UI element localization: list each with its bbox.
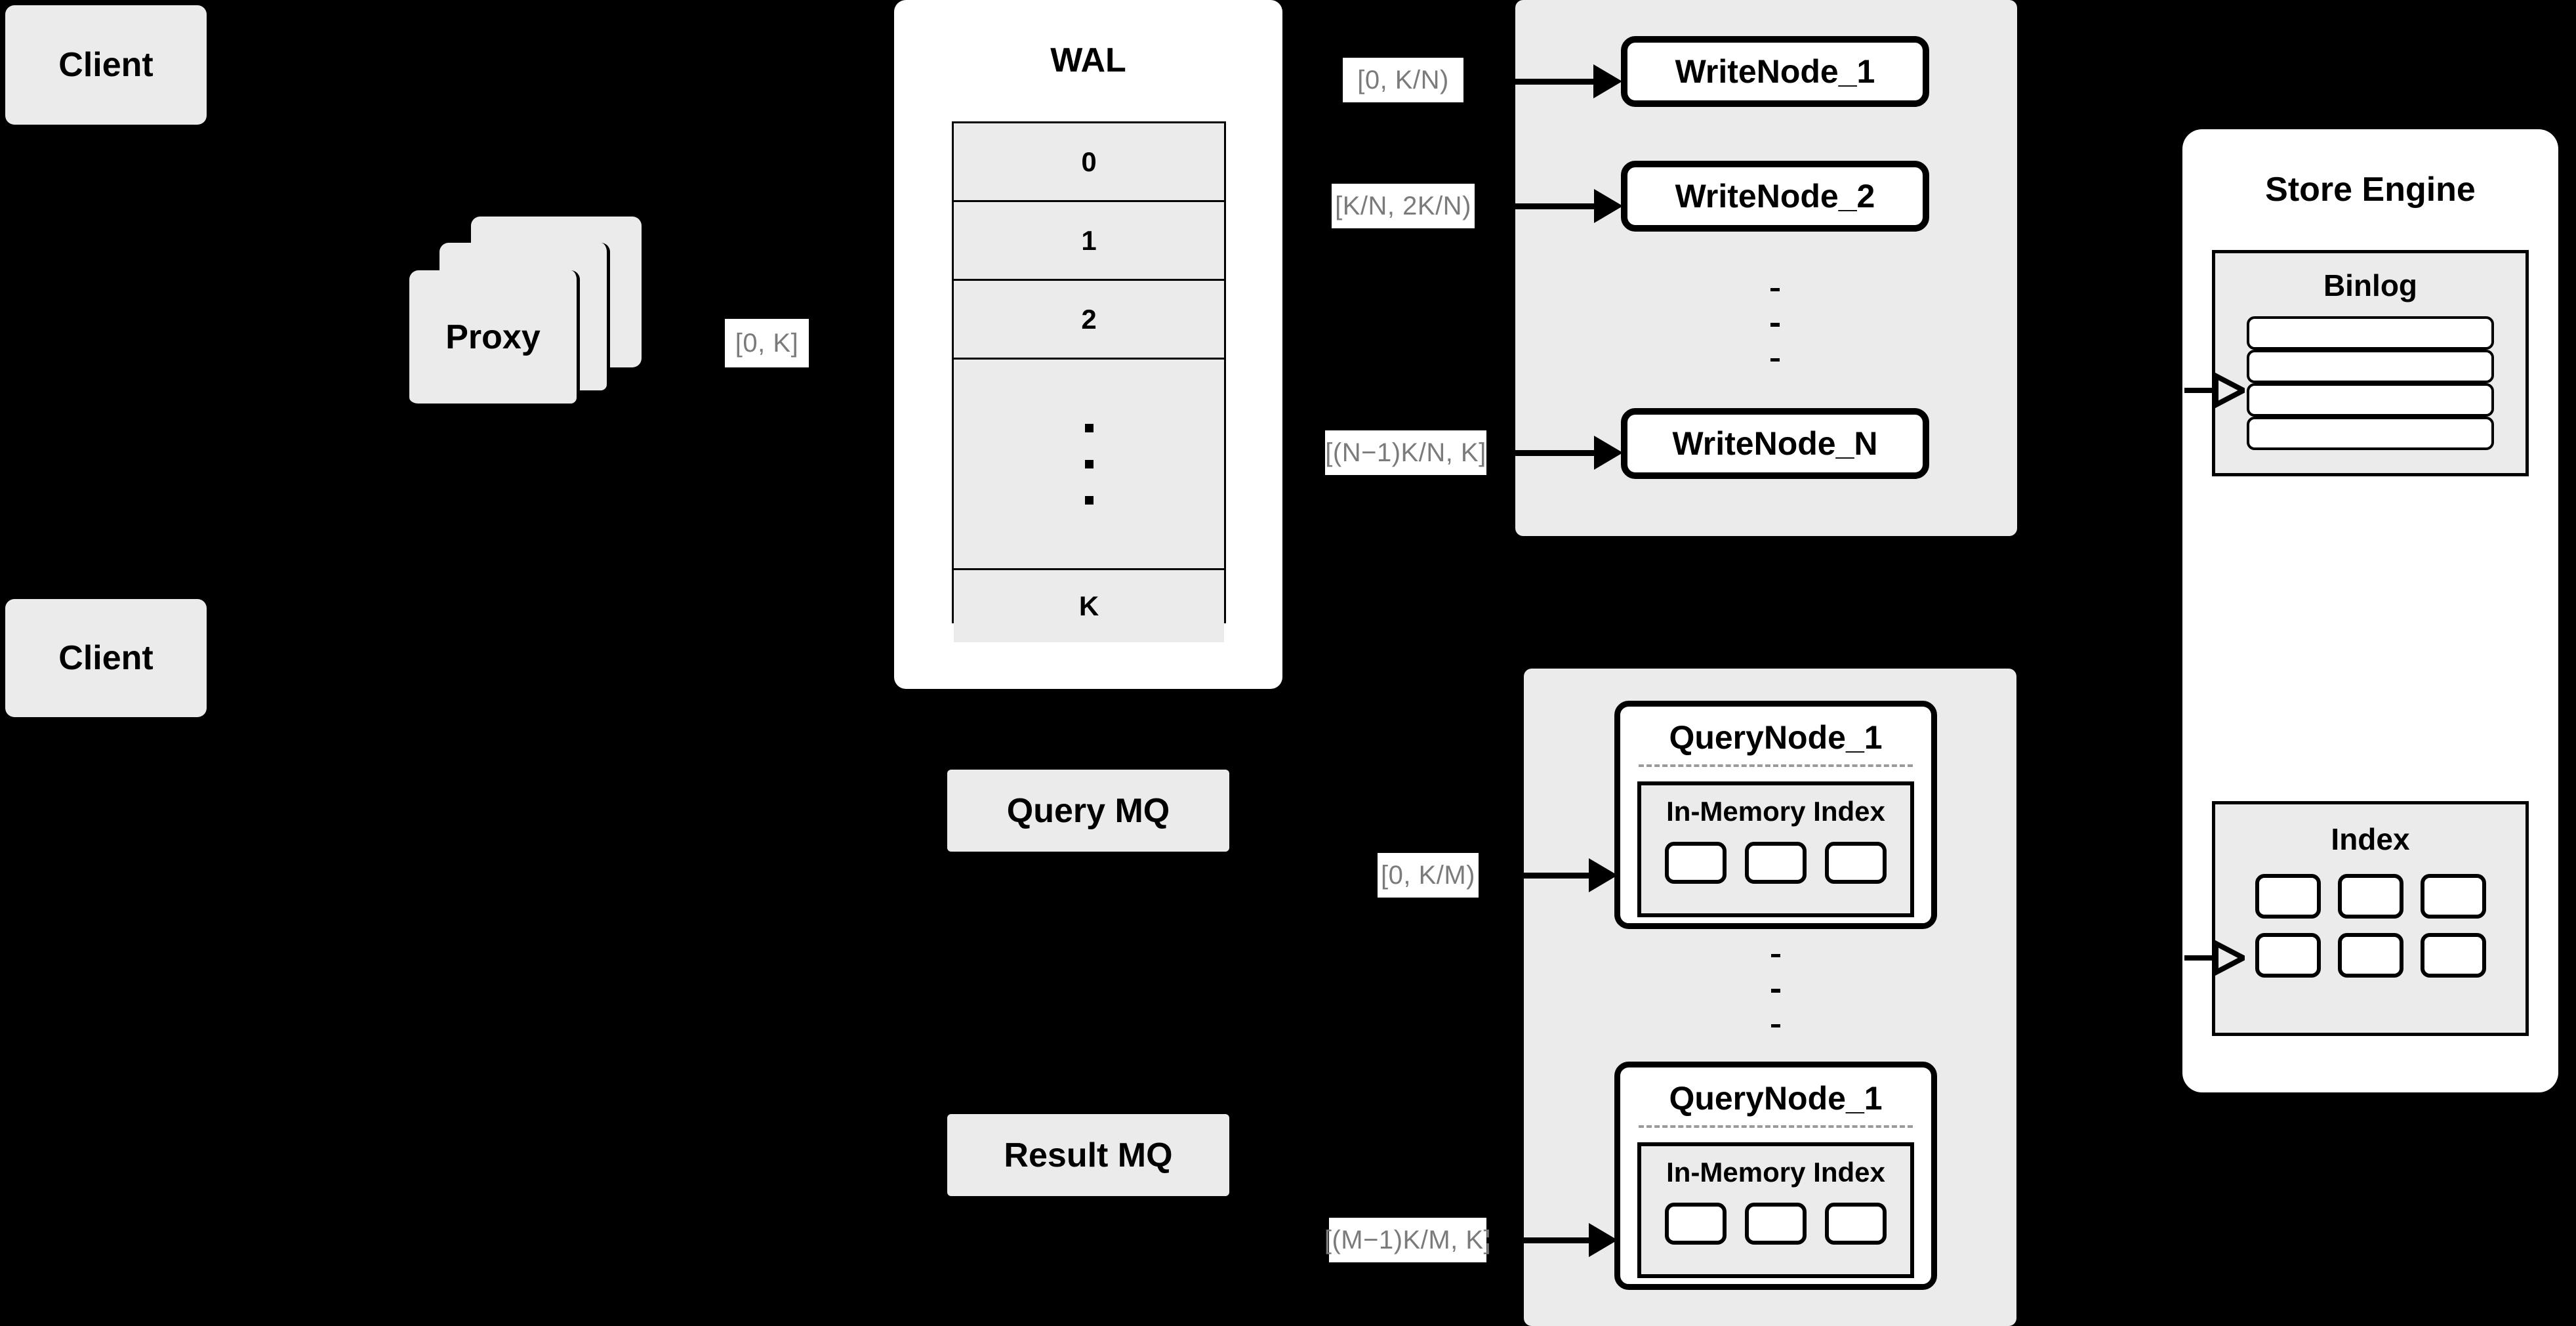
- wal-entry-0[interactable]: 0: [954, 123, 1224, 202]
- index-segment[interactable]: [1745, 1203, 1807, 1245]
- query-node-m-divider: [1639, 1125, 1913, 1128]
- wal-title: WAL: [1050, 41, 1126, 79]
- edge-label-text: [0, K]: [735, 328, 799, 358]
- proxy-card-front: Proxy: [409, 270, 580, 407]
- edge-label-text: [0, K/M): [1380, 860, 1476, 890]
- query-node-m[interactable]: QueryNode_1 In-Memory Index: [1614, 1062, 1937, 1290]
- query-node-m-segment-row: [1641, 1203, 1910, 1245]
- binlog-row[interactable]: [2247, 350, 2494, 383]
- wal-entry-table: 0 1 2 K: [952, 121, 1226, 642]
- binlog-row[interactable]: [2247, 417, 2494, 450]
- binlog-row[interactable]: [2247, 316, 2494, 350]
- edge-label-query-node-m: [(M−1)K/M, K]: [1324, 1218, 1491, 1262]
- binlog-row-list: [2247, 316, 2494, 450]
- arrow-to-binlog: [2184, 372, 2245, 409]
- edge-label-write-node-n: [(N−1)K/N, K]: [1325, 430, 1486, 475]
- proxy-label: Proxy: [445, 318, 541, 356]
- query-node-1-memory-index-title: In-Memory Index: [1666, 796, 1885, 827]
- query-node-1-memory-index: In-Memory Index: [1637, 781, 1914, 917]
- query-mq-box[interactable]: Query MQ: [947, 770, 1229, 852]
- client-label-2: Client: [58, 639, 153, 677]
- query-node-m-memory-index-title: In-Memory Index: [1666, 1157, 1885, 1188]
- edge-label-write-node-2: [K/N, 2K/N): [1332, 184, 1475, 228]
- query-node-m-title: QueryNode_1: [1669, 1080, 1883, 1117]
- arrow-to-write-node-n: [1486, 436, 1623, 470]
- write-node-2[interactable]: WriteNode_2: [1621, 161, 1929, 232]
- index-segment[interactable]: [1825, 842, 1887, 884]
- index-cell[interactable]: [2255, 933, 2321, 978]
- wal-entry-k[interactable]: K: [954, 570, 1224, 642]
- edge-label-write-node-1: [0, K/N): [1343, 58, 1463, 102]
- result-mq-label: Result MQ: [1004, 1136, 1173, 1174]
- query-node-1[interactable]: QueryNode_1 In-Memory Index: [1614, 701, 1937, 929]
- store-engine-box: Store Engine Binlog Index: [2182, 129, 2558, 1092]
- index-cell[interactable]: [2337, 933, 2403, 978]
- edge-label-text: [(M−1)K/M, K]: [1324, 1225, 1492, 1254]
- write-node-vertical-dots-icon: [1762, 272, 1788, 377]
- index-segment[interactable]: [1665, 1203, 1727, 1245]
- store-engine-title: Store Engine: [2265, 171, 2476, 209]
- binlog-row[interactable]: [2247, 383, 2494, 417]
- edge-label-text: [(N−1)K/N, K]: [1325, 438, 1486, 467]
- query-mq-label: Query MQ: [1006, 791, 1170, 830]
- arrow-to-query-node-m: [1486, 1223, 1618, 1257]
- arrow-to-index: [2184, 940, 2245, 976]
- write-node-n[interactable]: WriteNode_N: [1621, 408, 1929, 479]
- index-panel: Index: [2212, 801, 2529, 1036]
- wal-entry-2[interactable]: 2: [954, 281, 1224, 360]
- arrow-to-write-node-1: [1474, 64, 1622, 98]
- edge-label-proxy-to-wal: [0, K]: [725, 319, 809, 367]
- index-segment[interactable]: [1745, 842, 1807, 884]
- write-node-2-label: WriteNode_2: [1675, 178, 1875, 215]
- query-node-1-title: QueryNode_1: [1669, 719, 1883, 756]
- index-cell[interactable]: [2420, 874, 2486, 919]
- index-cell[interactable]: [2255, 874, 2321, 919]
- wal-entry-1[interactable]: 1: [954, 202, 1224, 281]
- index-cell[interactable]: [2337, 874, 2403, 919]
- index-cell[interactable]: [2420, 933, 2486, 978]
- index-cell-grid: [2215, 874, 2525, 978]
- index-segment[interactable]: [1665, 842, 1727, 884]
- binlog-title: Binlog: [2323, 268, 2418, 302]
- query-node-1-segment-row: [1641, 842, 1910, 884]
- binlog-panel: Binlog: [2212, 250, 2529, 476]
- arrow-to-query-node-1: [1479, 858, 1618, 892]
- edge-label-text: [0, K/N): [1357, 65, 1449, 94]
- index-segment[interactable]: [1825, 1203, 1887, 1245]
- client-label-1: Client: [58, 46, 153, 84]
- write-node-1-label: WriteNode_1: [1675, 53, 1875, 90]
- proxy-stack[interactable]: Proxy: [380, 217, 669, 433]
- write-node-n-label: WriteNode_N: [1672, 425, 1878, 462]
- write-node-1[interactable]: WriteNode_1: [1621, 36, 1929, 107]
- index-title: Index: [2331, 822, 2410, 856]
- query-node-vertical-dots-icon: [1763, 938, 1789, 1043]
- query-node-1-divider: [1639, 764, 1913, 767]
- client-box-1[interactable]: Client: [5, 5, 207, 125]
- wal-box: WAL 0 1 2 K: [894, 0, 1282, 689]
- client-box-2[interactable]: Client: [5, 599, 207, 717]
- arrow-to-write-node-2: [1480, 189, 1623, 223]
- result-mq-box[interactable]: Result MQ: [947, 1114, 1229, 1196]
- wal-entry-ellipsis: [954, 360, 1224, 570]
- edge-label-text: [K/N, 2K/N): [1335, 191, 1471, 220]
- wal-vertical-dots-icon: [1084, 410, 1094, 518]
- query-node-m-memory-index: In-Memory Index: [1637, 1142, 1914, 1278]
- edge-label-query-node-1: [0, K/M): [1378, 853, 1479, 898]
